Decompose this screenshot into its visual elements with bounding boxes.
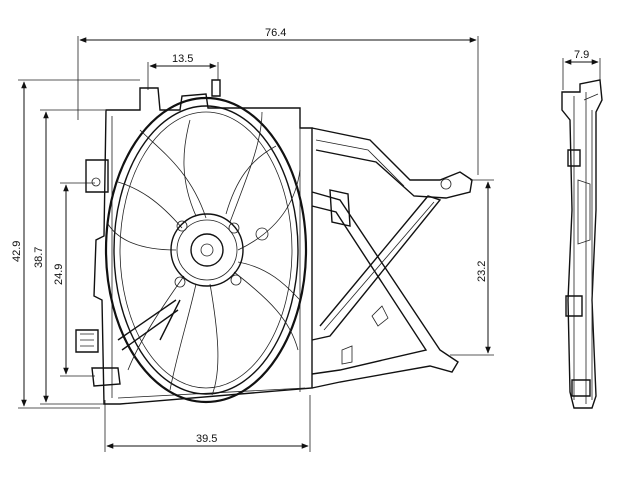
dimension-lines [18,36,601,452]
fan-shroud [104,96,308,404]
dim-bracket-height-label: 23.2 [476,261,488,282]
dim-overall-height-label: 42.9 [11,241,23,262]
fan-blades [107,111,301,396]
dim-side-depth-label: 7.9 [574,49,589,61]
dim-inner-height-label: 24.9 [53,264,65,285]
mounting-bracket [311,127,473,389]
fan-hub [170,213,269,288]
front-view [75,79,473,405]
support-struts [117,299,181,351]
dim-overall-width-label: 76.4 [265,27,286,39]
dim-hub-offset-label: 13.5 [172,53,193,65]
shroud-frame [75,79,313,405]
side-view [561,79,603,409]
dim-shroud-width-label: 39.5 [196,433,217,445]
dim-frame-height-label: 38.7 [33,247,45,268]
